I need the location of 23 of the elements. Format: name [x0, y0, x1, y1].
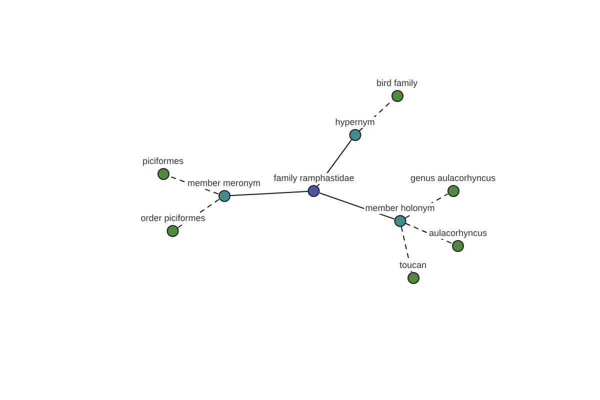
graph-node [140, 213, 206, 237]
node-label: family ramphastidae [272, 173, 356, 184]
node-label: order piciformes [140, 213, 206, 224]
node-label: toucan [398, 260, 428, 271]
node-label: piciformes [142, 156, 184, 167]
graph-node [142, 156, 184, 180]
node-label: aulacorhyncus [428, 228, 488, 239]
graph-node [272, 173, 356, 197]
dashed-connector [400, 226, 412, 273]
dashed-connector [358, 100, 394, 132]
node-label: bird family [376, 78, 418, 89]
connector [230, 190, 308, 196]
graph-node [364, 203, 436, 227]
graph-node [409, 173, 497, 197]
node-label: member meronym [186, 178, 262, 189]
graph-node [376, 78, 418, 102]
node-label: member holonym [364, 203, 436, 214]
graph-node [428, 228, 488, 252]
node-label: hypernym [334, 117, 376, 128]
graph-node [398, 260, 428, 284]
node-label: genus aulacorhyncus [409, 173, 497, 184]
graph-node [186, 178, 262, 202]
graph-node [334, 117, 376, 141]
